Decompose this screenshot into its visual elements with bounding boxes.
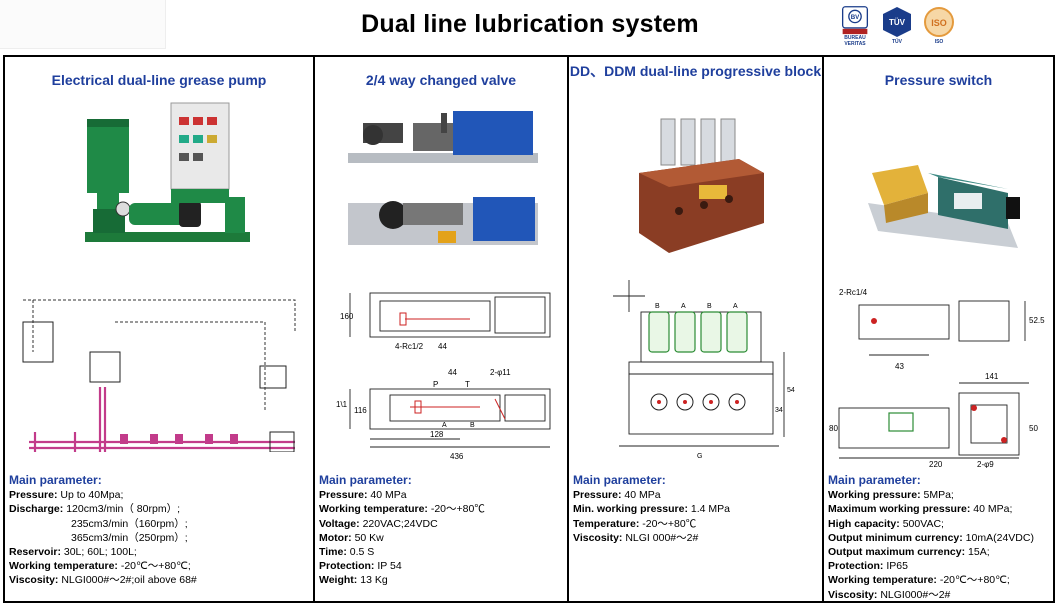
dimension-label: 44 [448, 368, 457, 377]
parameters-list: Main parameter: Pressure: 40 MPa Working… [319, 473, 565, 588]
svg-text:ISO: ISO [931, 18, 947, 28]
product-table: Electrical dual-line grease pump [3, 55, 1055, 603]
parameters-heading: Main parameter: [9, 473, 102, 487]
dimension-label: 54 [787, 387, 795, 394]
parameters-list: Main parameter: Pressure: 40 MPa Min. wo… [573, 473, 820, 545]
dimension-label: 2-φ9 [977, 460, 994, 468]
param-row: 365cm3/min（250rpm）; [71, 531, 188, 544]
param-row: Pressure: Up to 40Mpa; [9, 489, 124, 502]
param-row: Working temperature: -20℃～+80℃; [828, 574, 1010, 587]
grease-pump-photo [85, 102, 250, 242]
tuv-logo-icon: TÜV TÜV [878, 5, 916, 47]
progressive-block-drawing: B A B A 54 34 G [613, 280, 795, 460]
column-pressure-switch: Pressure switch 2-Rc1 [824, 57, 1053, 601]
dimension-label: 34 [775, 407, 783, 414]
dimension-label: 50 [1029, 424, 1038, 433]
parameters-heading: Main parameter: [573, 473, 666, 487]
dimension-label: 4-Rc1/2 [395, 342, 424, 351]
dimension-label: A [442, 422, 447, 429]
param-row: Time: 0.5 S [319, 546, 375, 559]
corner-blank-area [0, 0, 166, 49]
param-row: Viscosity: NLGI000#～2#;oil above 68# [9, 574, 197, 587]
param-row: Motor: 50 Kw [319, 531, 384, 544]
param-row: Viscosity: NLGI 000#～2# [573, 531, 699, 544]
dimension-label: B [470, 422, 475, 429]
dimension-label: A [681, 303, 686, 310]
iso-logo-icon: ISO ISO [920, 5, 958, 47]
dimension-label: 116 [354, 406, 367, 415]
column-changed-valve: 2/4 way changed valve [315, 57, 569, 601]
dimension-label: B [655, 303, 660, 310]
param-row: Working pressure: 5MPa; [828, 489, 954, 502]
parameters-heading: Main parameter: [828, 473, 921, 487]
pressure-switch-photo [868, 165, 1020, 248]
param-row: 235cm3/min（160rpm）; [71, 517, 188, 530]
svg-text:TÜV: TÜV [889, 18, 906, 27]
column-grease-pump: Electrical dual-line grease pump [5, 57, 315, 601]
dimension-label: 43 [895, 362, 904, 371]
changed-valve-drawing: 160 4-Rc1/2 44 44 2-φ11 P T 128 436 1\1 … [336, 292, 551, 461]
column-title: Electrical dual-line grease pump [51, 72, 267, 88]
column-title: Pressure switch [884, 72, 993, 88]
column-title: DD、DDM dual-line progressive block [569, 63, 822, 79]
param-row: High capacity: 500VAC; [828, 517, 944, 530]
param-row: Protection: IP 54 [319, 560, 402, 573]
param-row: Weight: 13 Kg [319, 574, 388, 587]
dimension-label: 52.5 [1029, 316, 1045, 325]
param-row: Reservoir: 30L; 60L; 100L; [9, 546, 137, 559]
dimension-label: A [733, 303, 738, 310]
param-row: Output minimum currency: 10mA(24VDC) [828, 531, 1034, 544]
parameters-list: Main parameter: Pressure: Up to 40Mpa; D… [9, 473, 311, 588]
svg-text:BV: BV [851, 14, 860, 21]
dimension-label: T [465, 380, 470, 389]
param-row: Output maximum currency: 15A; [828, 546, 990, 559]
certification-logos: BV BUREAU VERITAS TÜV TÜV ISO ISO [836, 5, 958, 47]
dimension-label: 2-Rc1/4 [839, 288, 868, 297]
param-row: Temperature: -20～+80℃ [573, 517, 697, 530]
pressure-switch-drawing: 2-Rc1/4 52.5 43 141 80 50 220 2-φ9 [829, 288, 1045, 468]
dimension-label: 80 [829, 424, 838, 433]
dimension-label: 44 [438, 342, 447, 351]
param-row: Working temperature: -20～+80℃ [319, 503, 485, 516]
dimension-label: B [707, 303, 712, 310]
param-row: Pressure: 40 MPa [573, 489, 661, 502]
parameters-list: Main parameter: Working pressure: 5MPa; … [828, 473, 1051, 602]
parameters-heading: Main parameter: [319, 473, 412, 487]
column-progressive-block: DD、DDM dual-line progressive block [569, 57, 824, 601]
bureau-veritas-logo-icon: BV BUREAU VERITAS [836, 5, 874, 47]
dimension-label: 220 [929, 460, 943, 468]
param-row: Protection: IP65 [828, 560, 908, 573]
dimension-label: P [433, 380, 438, 389]
dimension-label: 128 [430, 430, 444, 439]
dimension-label: 2-φ11 [490, 368, 511, 377]
dimension-label: 160 [340, 312, 354, 321]
param-row: Working temperature: -20℃～+80℃; [9, 560, 191, 573]
param-row: Min. working pressure: 1.4 MPa [573, 503, 730, 516]
grease-pump-schematic [22, 299, 296, 452]
param-row: Maximum working pressure: 40 MPa; [828, 503, 1013, 516]
changed-valve-photo [348, 111, 538, 245]
dimension-label: 436 [450, 452, 464, 461]
dimension-label: 141 [985, 372, 999, 381]
dimension-label: G [697, 453, 702, 460]
param-row: Discharge: 120cm3/min（ 80rpm）; [9, 503, 180, 516]
progressive-block-photo [639, 118, 764, 253]
column-title: 2/4 way changed valve [365, 72, 517, 88]
param-row: Voltage: 220VAC;24VDC [319, 517, 438, 530]
dimension-label: 1\1 [336, 400, 348, 409]
param-row: Viscosity: NLGI000#～2# [828, 588, 951, 601]
page-title: Dual line lubrication system [361, 10, 699, 38]
param-row: Pressure: 40 MPa [319, 489, 407, 502]
